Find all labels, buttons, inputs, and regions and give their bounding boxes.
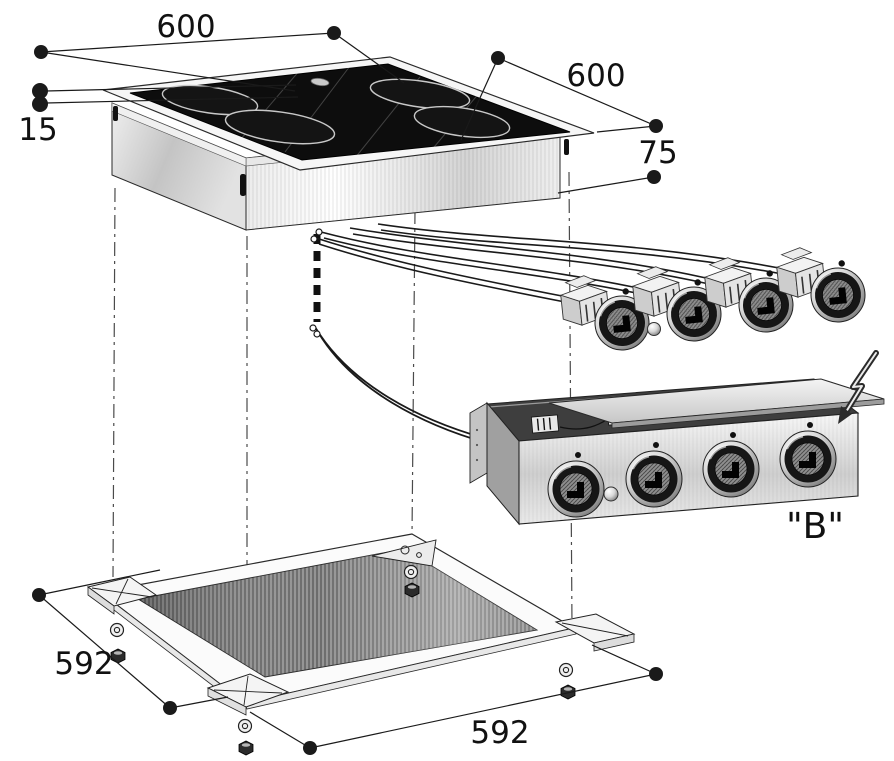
control-knob-1 — [547, 460, 605, 518]
washer-back — [403, 564, 419, 580]
dim-75: 75 — [557, 135, 678, 194]
indicator-lamp-loose — [647, 322, 661, 336]
spring-clip-front — [240, 174, 246, 196]
washer-right — [558, 662, 574, 678]
knob-index-dot-2 — [653, 442, 659, 448]
wire-eyelets — [309, 228, 323, 338]
control-box-mount-flange — [469, 402, 488, 484]
dim-dot — [32, 588, 46, 602]
dim-dot — [649, 667, 663, 681]
dim-label-75: 75 — [638, 135, 677, 171]
dim-dot — [327, 26, 341, 40]
wire-pair-1 — [315, 237, 566, 303]
rotary-switch-set — [557, 240, 869, 357]
cooking-zone-4 — [413, 105, 511, 139]
cooktop-trim-strip-left — [111, 102, 247, 167]
nut-back — [404, 582, 420, 598]
indicator-lamp-box — [603, 486, 619, 502]
dim-dot — [32, 83, 48, 99]
bottom-frame — [86, 533, 636, 756]
brand-badge — [310, 77, 330, 87]
cooking-zone-2 — [224, 109, 336, 145]
corner-bracket-front — [206, 673, 290, 716]
flange-hole — [475, 428, 479, 432]
control-box-front-texture — [519, 413, 858, 524]
control-knobs — [547, 422, 837, 518]
centerline-left — [112, 187, 116, 578]
dim-600-right: 600 — [460, 51, 663, 141]
spring-clip-left — [113, 106, 118, 121]
corner-bracket-back — [371, 539, 437, 567]
dim-dot — [32, 96, 48, 112]
dim-dot — [491, 51, 505, 65]
supply-cable — [314, 326, 488, 444]
knob-index-dot-1 — [575, 452, 581, 458]
dim-dot — [649, 119, 663, 133]
washer-front — [237, 718, 253, 734]
cooking-zone-3 — [369, 78, 471, 110]
dim-label-600-right: 600 — [566, 58, 625, 94]
dim-label-600-top: 600 — [156, 9, 215, 45]
flange-hole — [475, 458, 479, 462]
dim-dot — [34, 45, 48, 59]
dim-dot — [303, 741, 317, 755]
control-box-lid — [548, 378, 885, 429]
dim-label-15: 15 — [18, 112, 57, 148]
dimension-annotations: 600 600 15 75 592 — [18, 9, 844, 755]
dim-label-592-bottom: 592 — [470, 715, 529, 751]
washer-left — [109, 622, 125, 638]
dim-592-bottom: 592 — [249, 644, 663, 755]
control-box — [469, 350, 885, 526]
flange-hole — [475, 443, 479, 447]
control-box-label: "B" — [786, 506, 844, 547]
knob-index-dot-3 — [730, 432, 736, 438]
corner-bracket-left — [86, 576, 158, 615]
dim-15: 15 — [18, 83, 299, 148]
centerline-middle — [411, 209, 416, 537]
frame-panel-sheen — [138, 549, 537, 677]
lightning-bolt-icon — [838, 350, 879, 424]
dim-600-top: 600 — [34, 9, 405, 92]
dim-dot — [647, 170, 661, 184]
dim-dot — [163, 701, 177, 715]
dim-label-592-left: 592 — [54, 646, 113, 682]
spring-clips — [113, 106, 569, 196]
control-knob-2 — [625, 450, 683, 508]
nut-front — [238, 740, 254, 756]
knob-index-dot-4 — [807, 422, 813, 428]
dim-592-left: 592 — [32, 569, 229, 715]
control-knob-3 — [702, 440, 760, 498]
cooktop-assembly — [102, 56, 595, 231]
corner-bracket-right — [554, 613, 636, 652]
control-knob-4 — [779, 430, 837, 488]
spring-clip-right — [564, 139, 569, 155]
